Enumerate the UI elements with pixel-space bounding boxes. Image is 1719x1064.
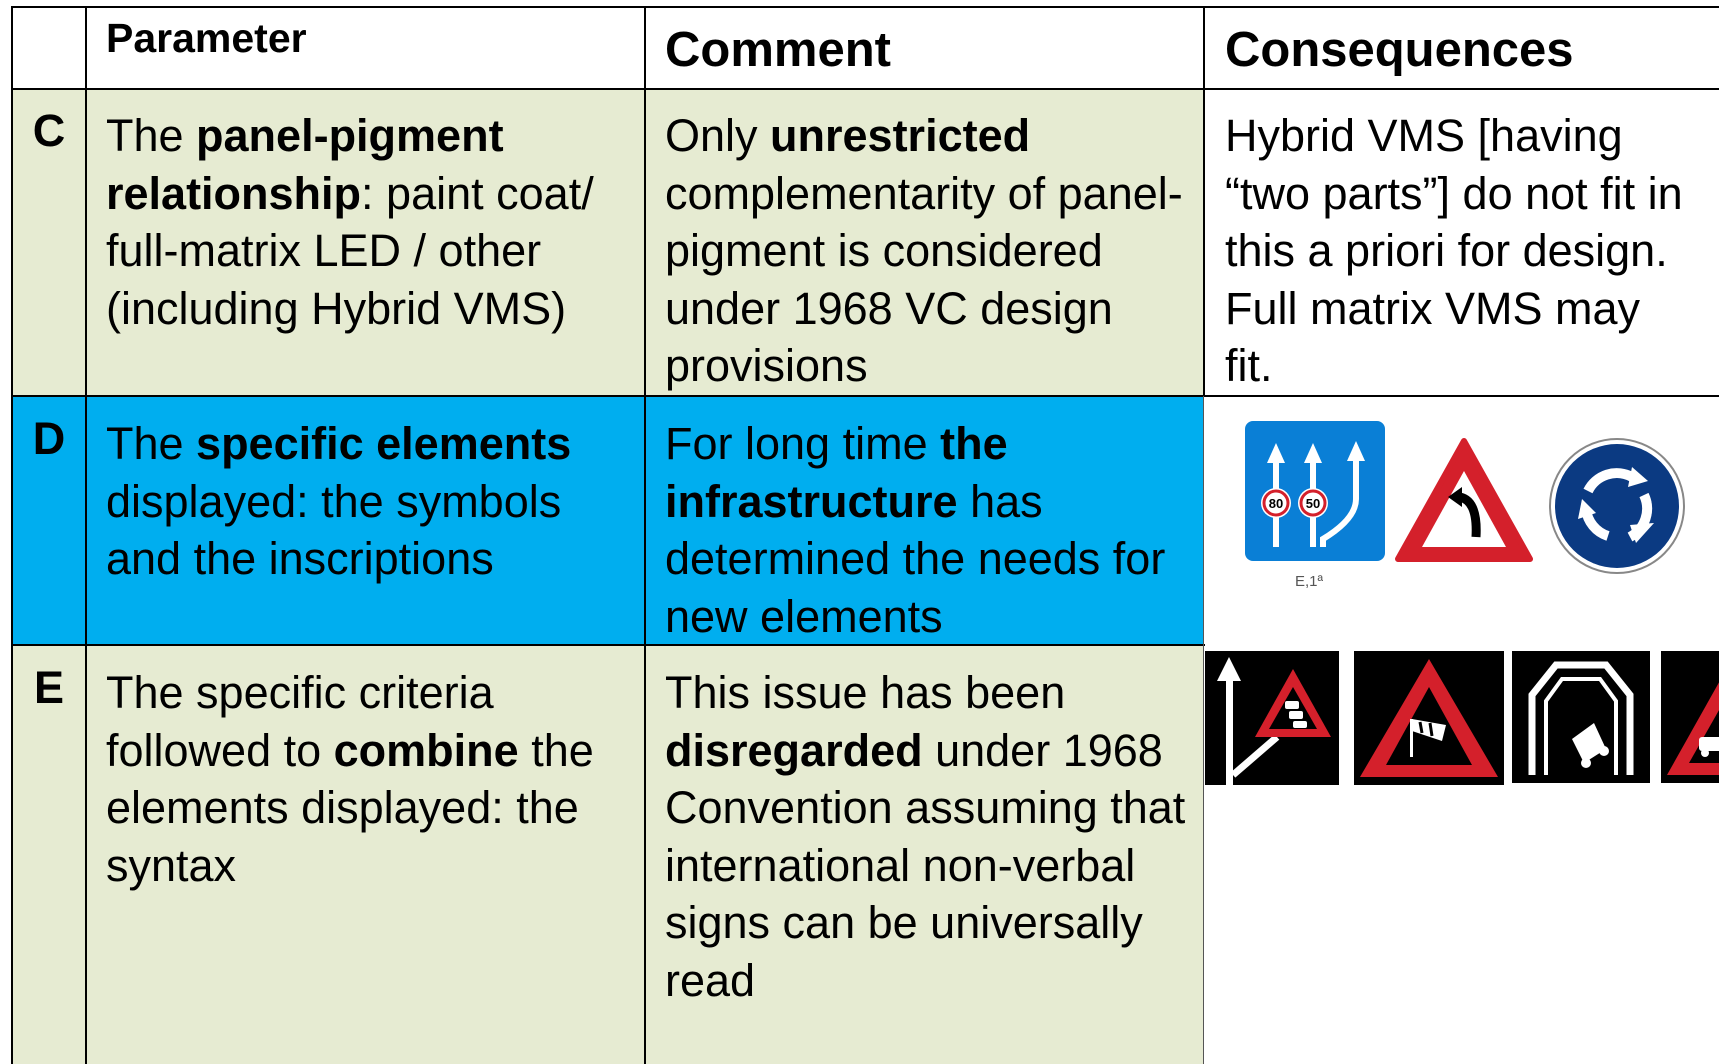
- row-c-comment: Only unrestricted complementarity of pan…: [645, 89, 1203, 396]
- bold-term: panel-pigment relationship: [106, 110, 504, 219]
- arrow-congestion-vms-icon: [1205, 651, 1339, 785]
- header-comment: Comment: [665, 23, 891, 77]
- row-e-comment: This issue has been disregarded under 19…: [645, 646, 1203, 1064]
- row-d-comment: For long time the infrastructure has det…: [645, 397, 1203, 645]
- bold-term: the infrastructure: [665, 418, 1008, 527]
- vehicle-warning-vms-icon: [1661, 651, 1719, 783]
- table-left-border: [11, 6, 13, 1064]
- col-comment-border: [1203, 6, 1205, 397]
- row-d-label: D: [12, 397, 86, 645]
- row-c-bottom-border: [12, 395, 1719, 397]
- curve-warning-sign-icon: [1395, 438, 1533, 562]
- col-parameter-border: [644, 6, 646, 1064]
- bold-term: disregarded: [665, 724, 923, 776]
- table-top-border: [12, 6, 1719, 8]
- col-label-border: [85, 6, 87, 1064]
- speed-limit-50-label: 50: [1306, 496, 1320, 511]
- crosswind-vms-icon: [1354, 651, 1504, 785]
- row-e-parameter: The specific criteria followed to combin…: [86, 646, 644, 1064]
- row-c-consequences: Hybrid VMS [having “two parts”] do not f…: [1225, 110, 1683, 391]
- row-c-label: C: [12, 89, 86, 396]
- row-d-parameter: The specific elements displayed: the sym…: [86, 397, 644, 645]
- header-parameter: Parameter: [106, 15, 307, 61]
- lane-speed-sign-icon: 80 50: [1245, 421, 1385, 561]
- bold-term: unrestricted: [770, 110, 1031, 161]
- header-consequences: Consequences: [1225, 23, 1574, 77]
- tunnel-accident-vms-icon: [1512, 651, 1650, 783]
- col-comment-border-lower: [1203, 396, 1204, 1064]
- row-e-label: E: [12, 646, 86, 1064]
- speed-limit-80-label: 80: [1269, 496, 1283, 511]
- bold-term: specific elements: [196, 418, 572, 469]
- roundabout-sign-icon: [1549, 438, 1685, 574]
- sign-caption: E,1ª: [1295, 573, 1324, 590]
- row-c-parameter: The panel-pigment relationship: paint co…: [86, 89, 644, 396]
- header-cell-label: [12, 7, 86, 89]
- row-d-bottom-border: [12, 644, 1205, 646]
- header-bottom-border: [12, 88, 1719, 90]
- bold-term: combine: [333, 724, 519, 776]
